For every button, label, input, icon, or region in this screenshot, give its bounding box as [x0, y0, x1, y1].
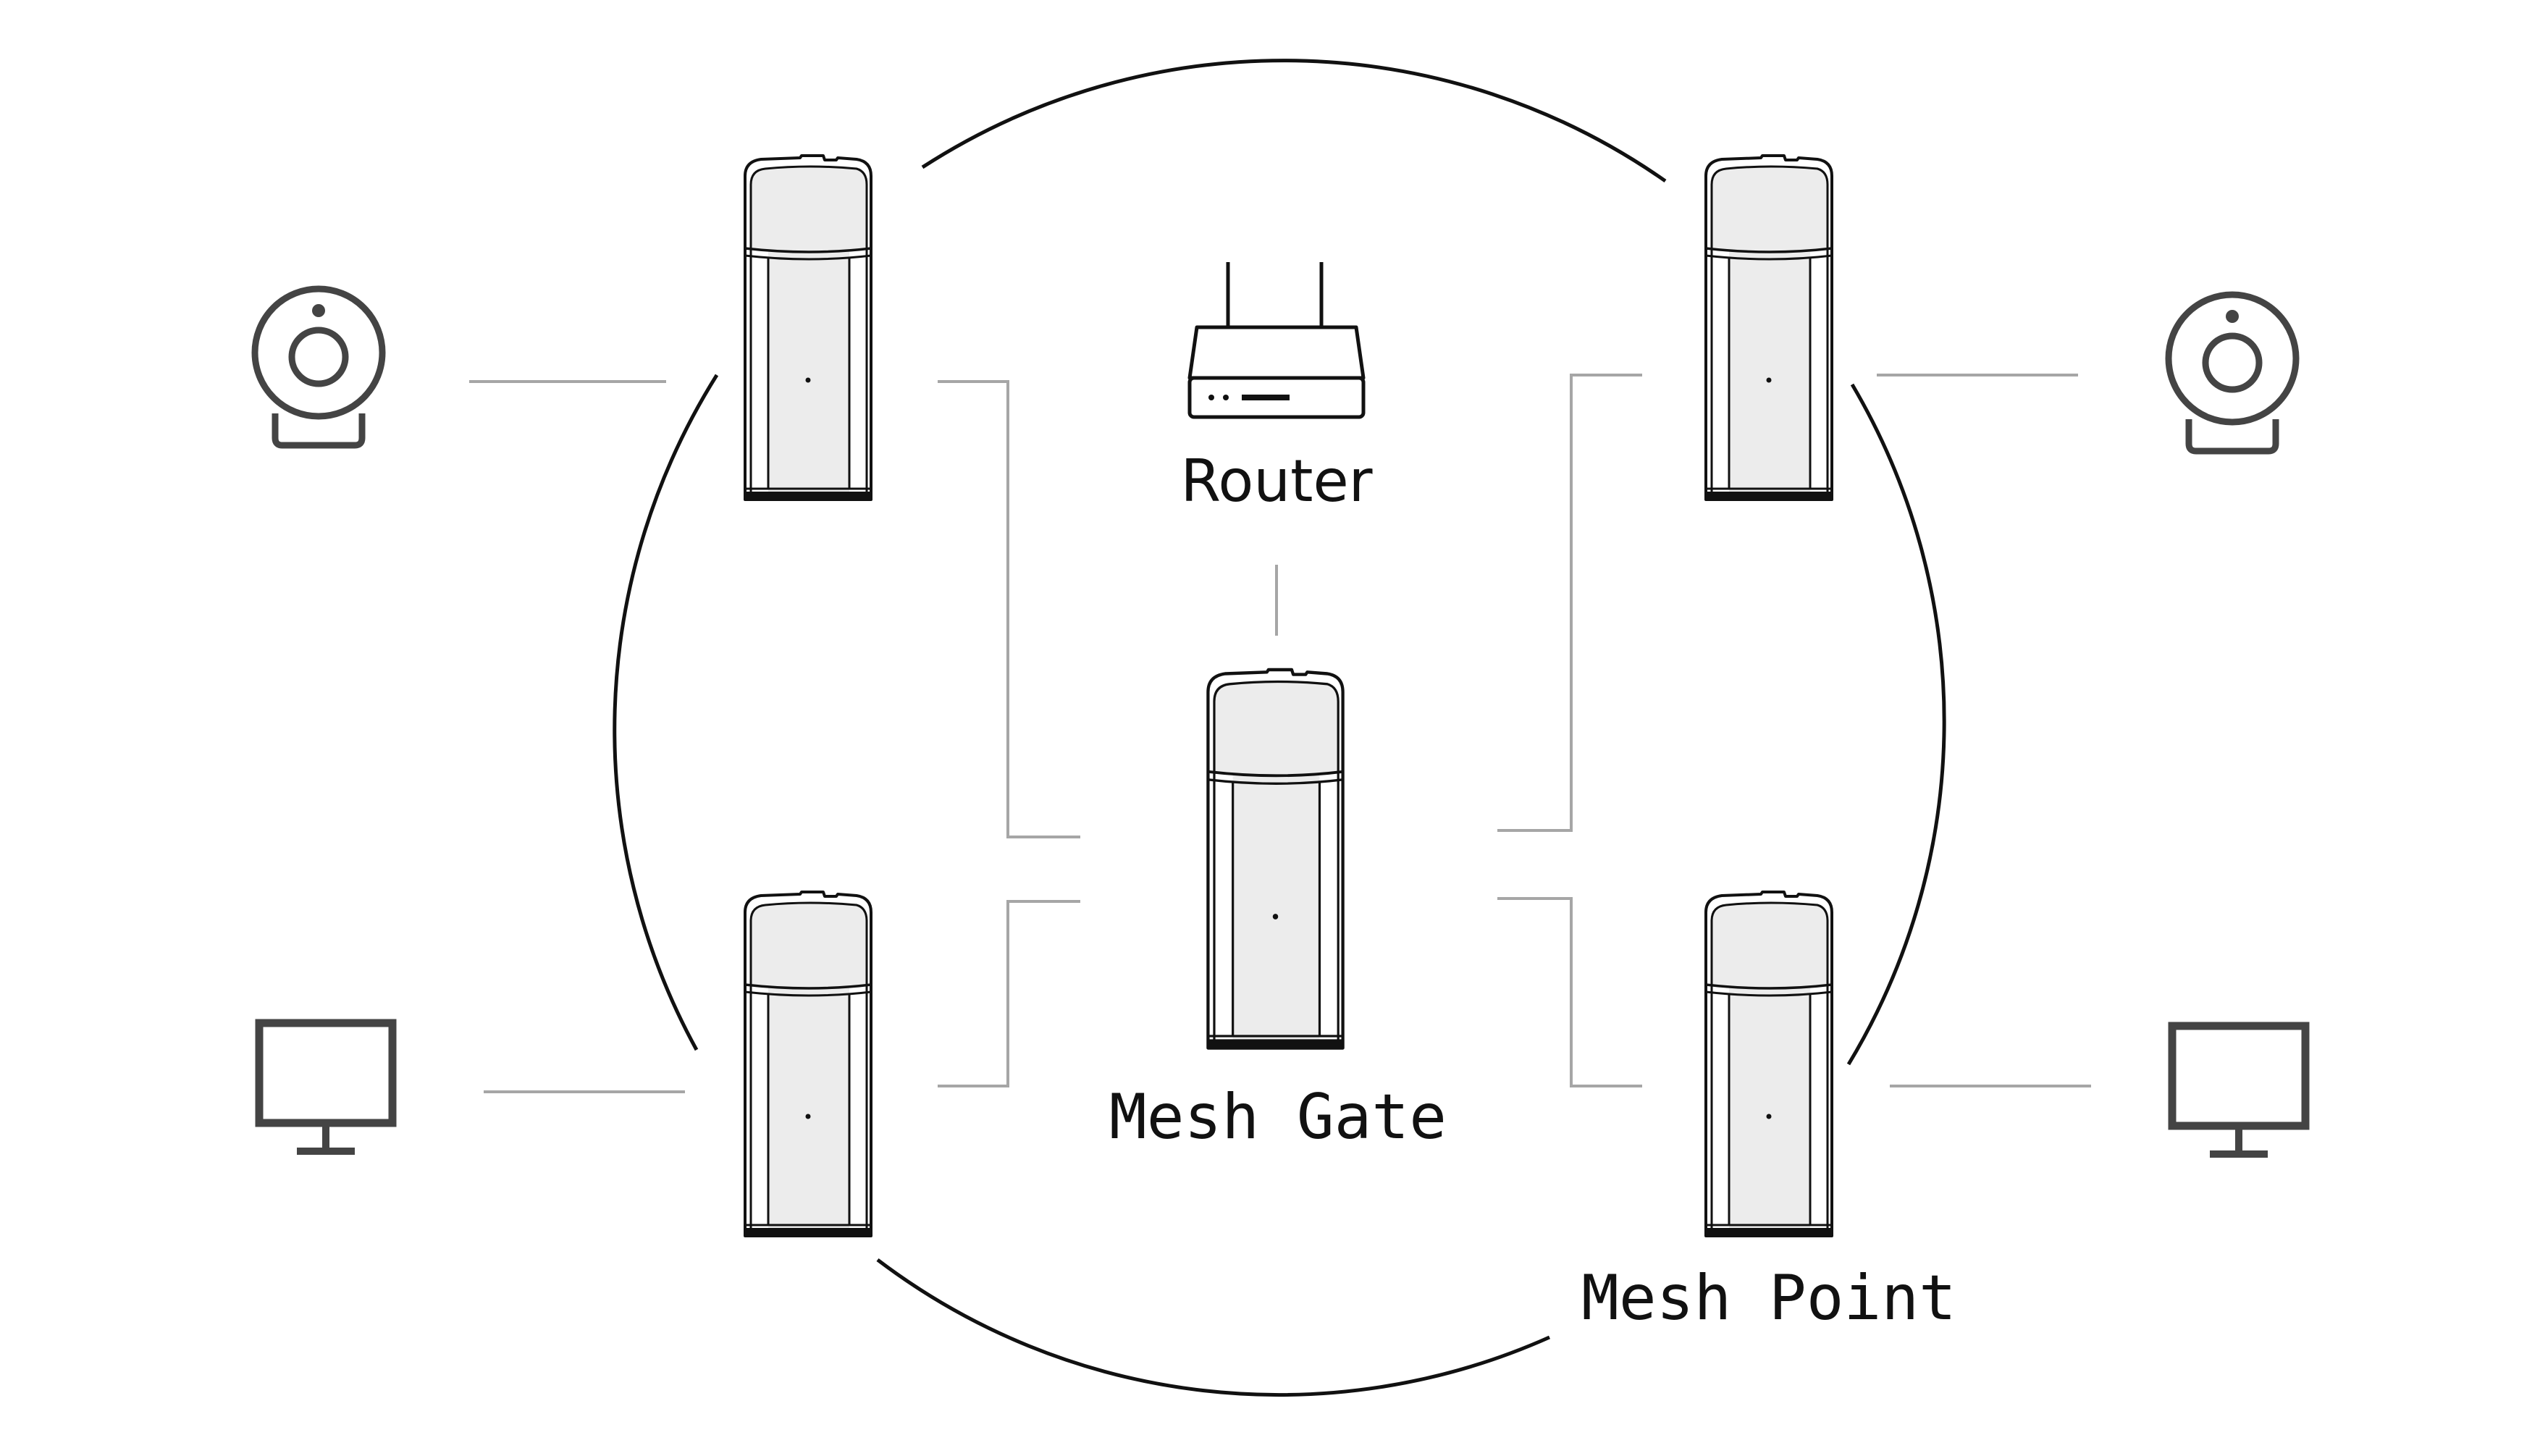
mesh-point-top-right — [1704, 154, 1833, 501]
link-gate-top-left — [938, 380, 1080, 838]
mesh-device-icon — [744, 891, 872, 1237]
link-gate-top-right — [1497, 374, 1642, 832]
mesh-gate-device — [1208, 670, 1342, 1048]
router-icon — [1187, 262, 1366, 419]
monitor-icon — [2172, 1026, 2305, 1158]
link-gate-bottom-right — [1497, 897, 1642, 1087]
monitor-right — [2172, 1026, 2305, 1158]
camera-left — [255, 289, 382, 445]
mesh-gate-label: Mesh Gate — [1109, 1081, 1447, 1153]
mesh-point-top-left — [744, 154, 872, 501]
webcam-icon — [255, 289, 382, 445]
mesh-device-icon — [1704, 891, 1833, 1237]
mesh-ring-arc-bottom — [876, 1258, 1551, 1397]
connection-lines — [469, 374, 2091, 1093]
mesh-ring-arc-right — [1846, 383, 1946, 1066]
mesh-device-icon — [1208, 670, 1342, 1048]
mesh-ring-arc-left — [613, 374, 719, 1051]
mesh-point-bottom-left — [744, 891, 872, 1237]
router: Router — [1180, 262, 1373, 515]
monitor-left — [259, 1023, 392, 1155]
router-label: Router — [1180, 447, 1372, 515]
monitor-icon — [259, 1023, 392, 1155]
mesh-device-icon — [1704, 154, 1833, 501]
mesh-point-bottom-right — [1704, 891, 1833, 1237]
mesh-ring — [613, 59, 1946, 1397]
link-gate-bottom-left — [938, 900, 1080, 1087]
webcam-icon — [2169, 295, 2296, 451]
mesh-device-icon — [744, 154, 872, 501]
mesh-ring-arc-top — [921, 59, 1667, 183]
mesh-point-label: Mesh Point — [1581, 1262, 1956, 1334]
camera-right — [2169, 295, 2296, 451]
